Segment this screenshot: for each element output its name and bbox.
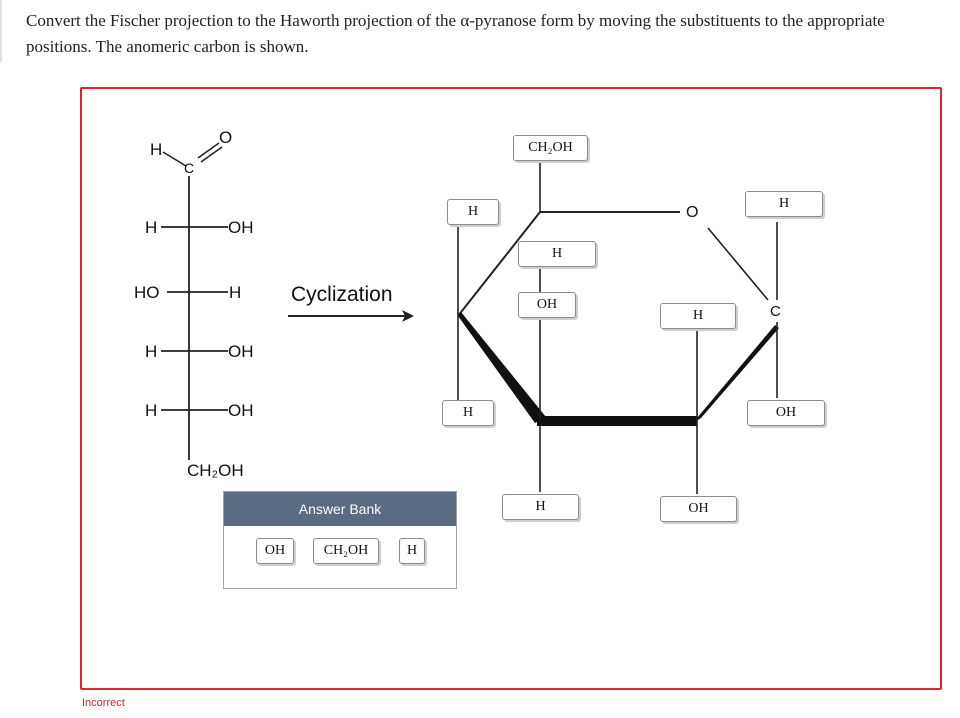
slot-c3-top[interactable]: OH xyxy=(518,292,576,318)
question-prompt: Convert the Fischer projection to the Ha… xyxy=(26,11,885,56)
fischer-top-h-label: H xyxy=(150,140,163,159)
anomeric-carbon-label: C xyxy=(770,303,781,320)
fischer-row3-left: H xyxy=(145,342,158,361)
slot-c2-top[interactable]: H xyxy=(660,303,736,329)
fischer-co-double-bond-1 xyxy=(197,142,220,159)
fischer-row4-right: OH xyxy=(228,401,254,420)
answer-bank-item-h[interactable]: H xyxy=(399,538,425,564)
fischer-row3-right: OH xyxy=(228,342,254,361)
fischer-row4-left: H xyxy=(145,401,158,420)
status-incorrect: Incorrect xyxy=(82,697,125,709)
slot-c2-bottom[interactable]: OH xyxy=(660,496,737,522)
ring-bond-c5-c4 xyxy=(457,211,541,317)
answer-bank-title: Answer Bank xyxy=(224,492,456,526)
slot-c1-bottom[interactable]: OH xyxy=(747,400,825,426)
fischer-top-o-label: O xyxy=(219,128,233,147)
slot-c4-bottom[interactable]: H xyxy=(442,400,494,426)
slot-c3-bottom[interactable]: H xyxy=(502,494,579,520)
answer-bank-item-ch2oh[interactable]: CH₂OH xyxy=(313,538,379,564)
fischer-top-c-label: C xyxy=(184,160,195,176)
slot-c5-top[interactable]: CH₂OH xyxy=(513,135,588,161)
answer-bank-item-oh[interactable]: OH xyxy=(256,538,294,564)
fischer-h-bond xyxy=(162,151,187,167)
drawing-area xyxy=(80,87,942,690)
fischer-row2-left: HO xyxy=(134,283,160,302)
slot-c4-inner-top[interactable]: H xyxy=(518,241,596,267)
cyclization-arrow-head xyxy=(402,310,414,322)
fischer-row2-right: H xyxy=(229,283,242,302)
fischer-co-double-bond-2 xyxy=(200,146,223,163)
ring-bond-o-c1 xyxy=(707,227,769,301)
ring-bond-c2-c1-wedge xyxy=(692,325,779,424)
ring-bond-c4-c3-wedge xyxy=(458,312,546,423)
ring-bond-c3-c2-bold xyxy=(537,416,697,426)
slot-c4-top[interactable]: H xyxy=(447,199,499,225)
cyclization-label: Cyclization xyxy=(291,283,393,306)
fischer-bottom-label: CH₂OH xyxy=(187,461,244,480)
ring-oxygen-label: O xyxy=(686,204,699,221)
fischer-row1-right: OH xyxy=(228,218,254,237)
prompt-left-rule xyxy=(0,0,2,62)
slot-c1-top[interactable]: H xyxy=(745,191,823,217)
fischer-row1-left: H xyxy=(145,218,158,237)
